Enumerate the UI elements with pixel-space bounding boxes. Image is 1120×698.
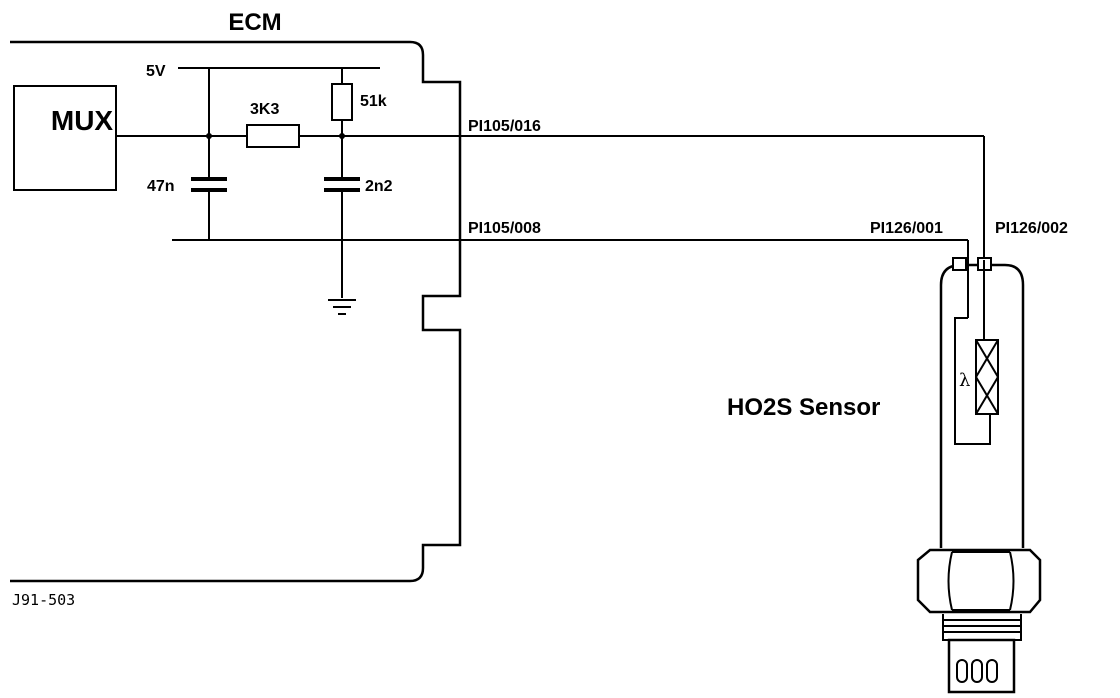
pin-ground-ecm: PI105/008 bbox=[468, 220, 541, 237]
pin-sensor-1: PI126/001 bbox=[870, 220, 943, 237]
lambda-element bbox=[975, 339, 999, 415]
ground-symbol bbox=[328, 299, 356, 315]
mux-box bbox=[13, 85, 117, 191]
pin-sensor-2: PI126/002 bbox=[995, 220, 1068, 237]
cap-2n2-label: 2n2 bbox=[365, 178, 393, 195]
resistor-51k-label: 51k bbox=[360, 93, 387, 110]
mux-label: MUX bbox=[51, 105, 114, 136]
cap-47n-label: 47n bbox=[147, 178, 175, 195]
ecm-enclosure bbox=[10, 40, 462, 583]
supply-label: 5V bbox=[146, 63, 166, 80]
junction-dot-51k bbox=[339, 133, 345, 139]
pin-signal-ecm: PI105/016 bbox=[468, 118, 541, 135]
figure-ref: J91-503 bbox=[12, 591, 75, 609]
sensor-label: HO2S Sensor bbox=[727, 394, 880, 421]
resistor-51k bbox=[331, 83, 353, 121]
resistor-3k3-label: 3K3 bbox=[250, 101, 279, 118]
ho2s-sensor-body bbox=[916, 257, 1042, 694]
lambda-symbol: λ bbox=[959, 370, 970, 391]
resistor-3k3 bbox=[246, 124, 300, 148]
junction-dot-47n bbox=[206, 133, 212, 139]
ecm-title: ECM bbox=[228, 9, 281, 36]
